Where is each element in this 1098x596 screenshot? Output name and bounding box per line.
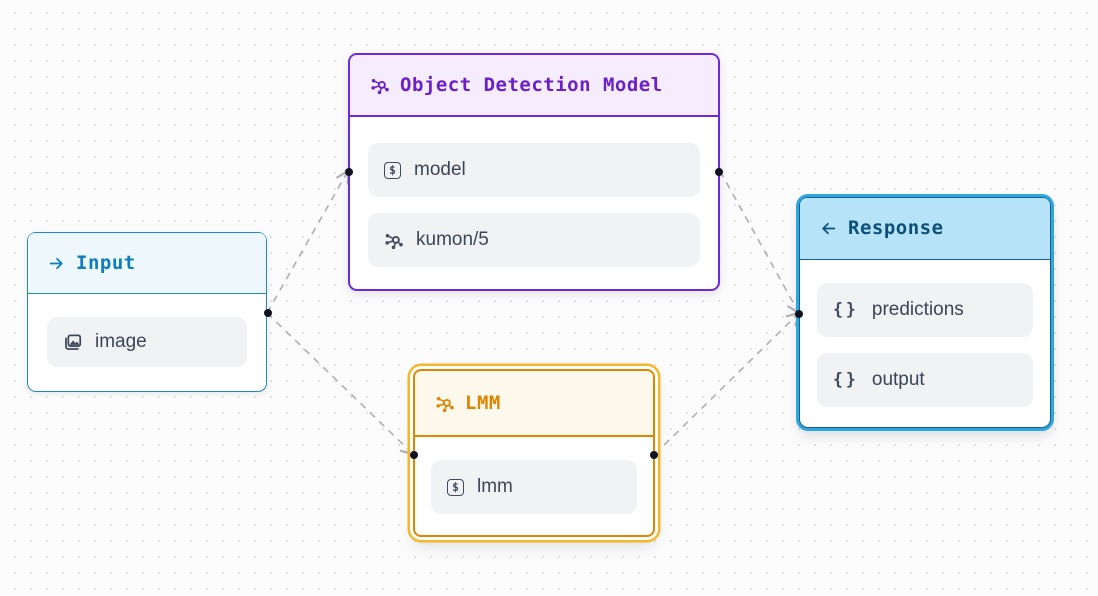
field-model[interactable]: $ model	[368, 143, 700, 197]
image-icon	[63, 333, 82, 352]
input-handle-lmm[interactable]	[410, 451, 418, 459]
field-label: model	[414, 159, 466, 180]
edge-odm-to-response	[719, 170, 801, 315]
output-handle-odm[interactable]	[715, 168, 723, 176]
edge-input-to-lmm	[266, 312, 415, 456]
node-odm-header: Object Detection Model	[350, 55, 718, 117]
node-title: LMM	[465, 392, 501, 414]
model-network-icon	[370, 76, 389, 95]
dollar-square-icon: $	[447, 478, 464, 496]
node-response-header: Response	[800, 198, 1050, 260]
arrow-left-icon	[820, 220, 837, 237]
field-image[interactable]: image	[47, 317, 247, 367]
input-handle-response[interactable]	[795, 310, 803, 318]
model-network-icon	[384, 231, 403, 250]
edge-lmm-to-response	[654, 311, 801, 455]
arrow-right-icon	[48, 255, 65, 272]
edge-input-to-odm	[266, 169, 350, 314]
field-label: predictions	[871, 298, 964, 320]
field-lmm[interactable]: $ lmm	[431, 460, 637, 514]
node-object-detection-model[interactable]: Object Detection Model $ model	[345, 53, 723, 291]
node-lmm-header: LMM	[415, 371, 653, 437]
field-kumon-5[interactable]: kumon/5	[368, 213, 700, 267]
braces-icon: {}	[833, 300, 859, 319]
node-response[interactable]: Response {} predictions {} output	[795, 197, 1051, 428]
dollar-square-icon: $	[384, 161, 401, 179]
node-input[interactable]: Input image	[27, 232, 272, 392]
node-lmm[interactable]: LMM $ lmm	[410, 369, 658, 537]
model-network-icon	[435, 394, 454, 413]
node-input-header: Input	[28, 233, 266, 294]
node-title: Object Detection Model	[400, 74, 663, 96]
field-label: kumon/5	[416, 229, 489, 250]
field-label: image	[95, 331, 147, 352]
field-label: output	[871, 368, 925, 390]
node-title: Response	[848, 217, 944, 240]
field-label: lmm	[477, 476, 513, 497]
input-handle-odm[interactable]	[345, 168, 353, 176]
output-handle-input[interactable]	[263, 309, 272, 317]
field-predictions[interactable]: {} predictions	[817, 282, 1033, 337]
braces-icon: {}	[833, 370, 859, 389]
output-handle-lmm[interactable]	[650, 451, 658, 459]
field-output[interactable]: {} output	[817, 352, 1033, 407]
node-title: Input	[76, 252, 136, 274]
